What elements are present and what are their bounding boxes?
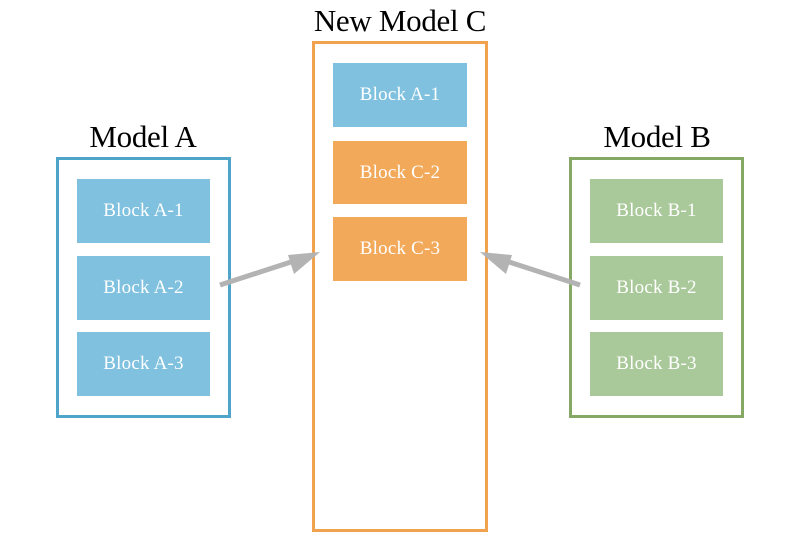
block-c-1: Block A-1 — [333, 63, 467, 127]
arrow-b-to-c — [480, 252, 581, 288]
block-a-2: Block A-2 — [77, 256, 210, 320]
block-b-1: Block B-1 — [590, 179, 723, 243]
arrow-a-to-c — [219, 252, 320, 288]
block-b-2: Block B-2 — [590, 256, 723, 320]
block-b-3: Block B-3 — [590, 332, 723, 396]
model-c-title: New Model C — [313, 3, 487, 38]
block-a-3: Block A-3 — [77, 332, 210, 396]
block-a-1: Block A-1 — [77, 179, 210, 243]
block-c-3: Block C-3 — [333, 217, 467, 281]
model-b-title: Model B — [603, 119, 711, 154]
block-c-2: Block C-2 — [333, 141, 467, 204]
model-a-title: Model A — [89, 119, 197, 154]
